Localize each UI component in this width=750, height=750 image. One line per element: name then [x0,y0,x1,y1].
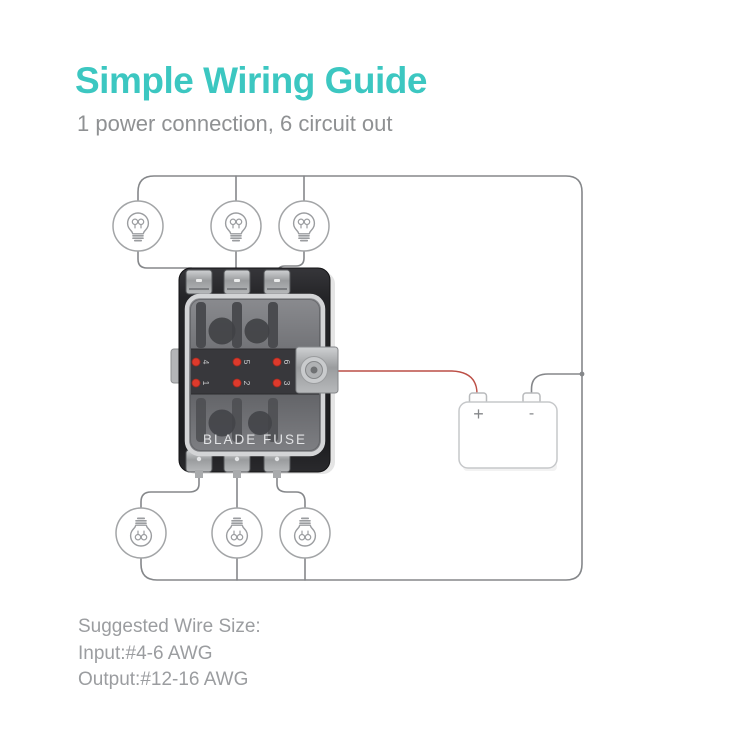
wire-size-heading: Suggested Wire Size: [78,616,261,637]
fuse-silhouette [232,302,242,348]
fuse-box-clear-cover: 4 5 6 1 2 3 BLADE FUSE [184,293,326,457]
circuit-number: 4 [201,360,211,365]
led-indicators-top-row: 4 5 6 [191,357,292,367]
fuse-box-top-terminals [185,269,291,295]
battery-positive-wire [330,370,478,395]
fuse-silhouette [196,398,206,442]
battery-negative-wire [530,373,583,395]
fuse-silhouette [244,318,270,344]
circuit-number: 1 [201,381,211,386]
light-bulb-icon [278,200,330,252]
light-bulb-icon [115,507,167,559]
terminal-slot [234,279,240,282]
light-bulb-icon [112,200,164,252]
led-indicator [191,357,201,367]
return-loop-wire [137,175,583,581]
light-bulb-icon [211,507,263,559]
circuit-number: 2 [242,381,252,386]
page-subtitle: 1 power connection, 6 circuit out [77,111,393,136]
bulb-to-fuse-wire [276,469,306,510]
circuit-number: 3 [282,381,292,386]
circuit-number: 5 [242,360,252,365]
light-bulb-icon [279,507,331,559]
fuse-silhouette [232,398,242,442]
wire-size-output: Output:#12-16 AWG [78,669,249,690]
fuse-silhouette [196,302,206,348]
light-bulb-icon [210,200,262,252]
fuse-silhouette [268,302,278,348]
power-stud-terminal [295,346,339,394]
battery-negative-label: - [529,405,534,422]
terminal-pin [233,470,241,478]
terminal-screw [196,456,202,462]
wire-junction-dot [579,371,585,377]
terminal-screw [274,456,280,462]
fuse-silhouette [248,411,272,435]
stud-tip [310,366,318,374]
battery-positive-label: + [473,404,484,424]
led-indicator [232,357,242,367]
led-indicator [191,378,201,388]
wire-size-input: Input:#4-6 AWG [78,642,213,664]
wire-size-note: Suggested Wire Size: Input:#4-6 AWG Outp… [78,614,261,694]
header: Simple Wiring Guide 1 power connection, … [75,60,427,138]
terminal-slot [274,279,280,282]
page-title: Simple Wiring Guide [75,60,427,101]
terminal-screw [234,456,240,462]
terminal-slot [196,279,202,282]
fuse-silhouette [208,317,236,345]
led-indicator [272,357,282,367]
circuit-number: 6 [282,360,292,365]
led-indicator [232,378,242,388]
led-indicators-bottom-row: 1 2 3 [191,378,292,388]
battery-body [458,401,558,469]
terminal-pin [195,470,203,478]
fuse-silhouette [268,398,278,442]
bulb-to-fuse-wire [140,469,200,510]
fuse-box: 4 5 6 1 2 3 BLADE FUSE [170,267,339,478]
fuse-silhouette [208,409,236,437]
led-indicator [272,378,282,388]
battery: + - [458,392,558,471]
terminal-pin [273,470,281,478]
fuse-box-label: BLADE FUSE [203,432,307,447]
